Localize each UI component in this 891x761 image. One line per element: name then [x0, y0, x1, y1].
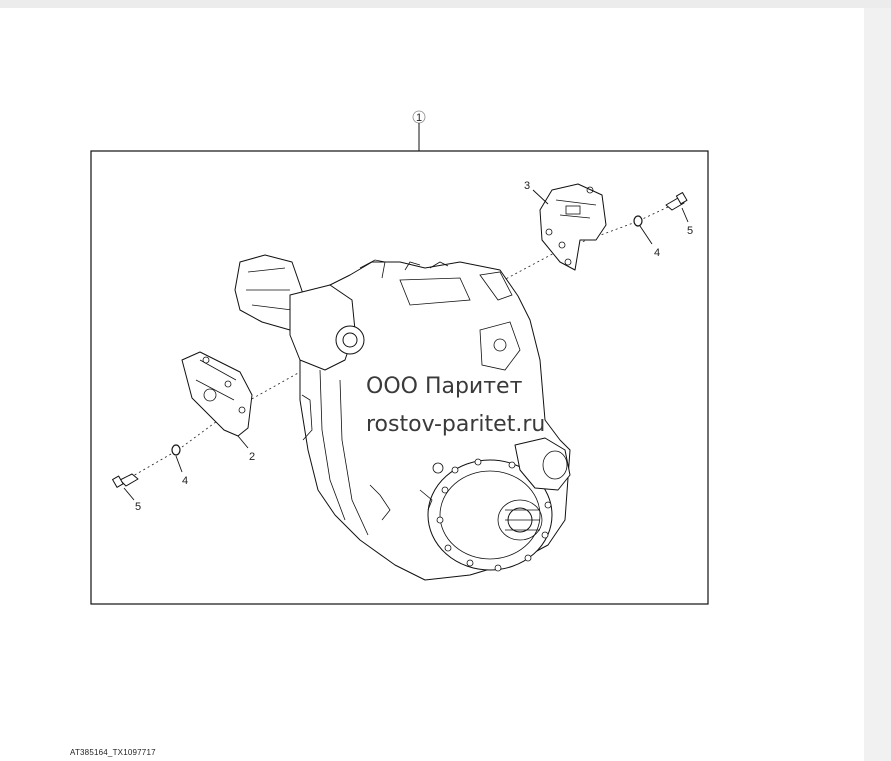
watermark-line-2: rostov-paritet.ru: [366, 412, 545, 437]
left-bolt: [112, 473, 139, 488]
top-bar: [0, 0, 891, 8]
left-washer: [171, 444, 181, 456]
callout-4-left-leader: [175, 455, 183, 473]
callout-2-label: 2: [249, 451, 255, 463]
left-alignment-line: [125, 371, 301, 481]
right-washer: [633, 215, 643, 227]
callout-2-leader: [237, 435, 249, 449]
callout-5-right-label: 5: [687, 225, 693, 237]
diagram-frame: [90, 150, 709, 605]
transmission-assembly: [234, 254, 571, 581]
callout-5-right-leader: [681, 207, 689, 223]
callout-4-right-leader: [639, 225, 653, 245]
right-bolt: [665, 192, 688, 211]
callout-3-label: 3: [524, 180, 530, 192]
callout-5-left-label: 5: [135, 501, 141, 513]
callout-1-label: 1: [416, 112, 422, 124]
callout-4-right-label: 4: [654, 247, 660, 259]
callout-1-group: 1: [412, 110, 426, 151]
right-mounting-bracket: [539, 183, 607, 271]
callout-3-leader: [532, 189, 549, 205]
watermark-line-1: ООО Паритет: [366, 374, 523, 399]
right-scroll-gutter: [864, 8, 891, 761]
callout-5-left-leader: [123, 487, 135, 501]
left-mounting-bracket: [181, 351, 253, 437]
callout-4-left-label: 4: [182, 475, 188, 487]
figure-id: AT385164_TX1097717: [70, 748, 156, 757]
